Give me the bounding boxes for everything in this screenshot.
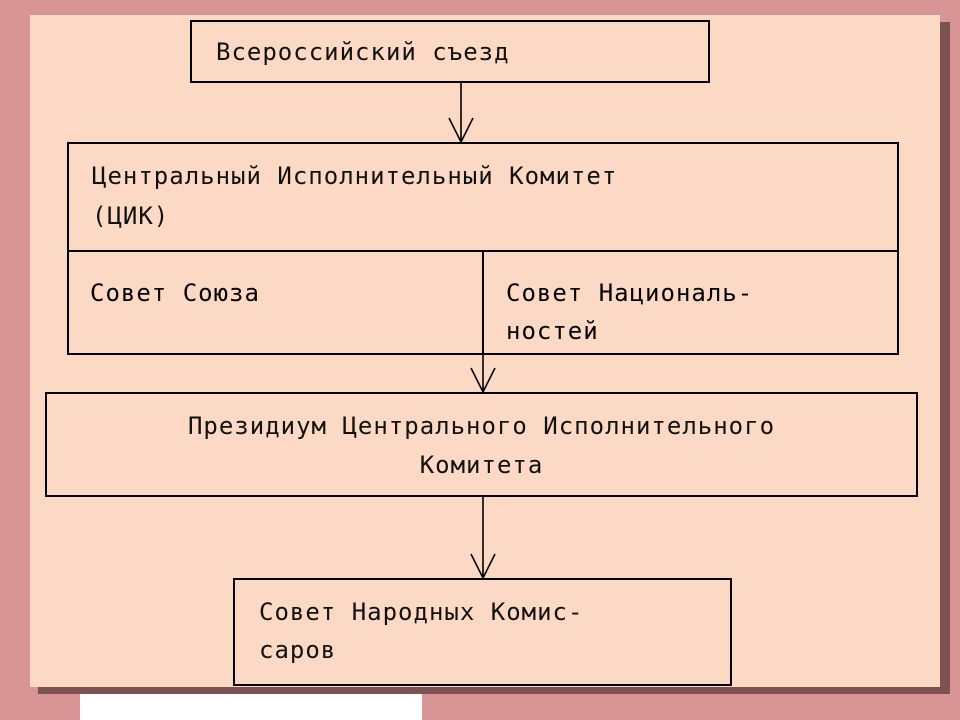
- congress-label: Всероссийский съезд: [216, 38, 510, 66]
- sovnarkom-box: Совет Народных Комис- саров: [233, 578, 732, 686]
- cec-label-line1: Центральный Исполнительный Комитет: [92, 162, 618, 190]
- union-council-label: Совет Союза: [90, 279, 260, 307]
- presidium-box: Президиум Центрального Исполнительного К…: [45, 392, 918, 497]
- cec-vertical-divider: [482, 250, 484, 355]
- congress-box: Всероссийский съезд: [190, 20, 710, 83]
- presidium-label-line1: Президиум Центрального Исполнительного: [187, 412, 776, 440]
- sovnarkom-label-line1: Совет Народных Комис-: [259, 598, 584, 626]
- nationalities-council-line1: Совет Националь-: [506, 279, 754, 307]
- presidium-label-line2: Комитета: [419, 451, 544, 479]
- cec-label-line2: (ЦИК): [92, 202, 170, 230]
- nationalities-council-line2: ностей: [506, 317, 599, 345]
- cec-box: Центральный Исполнительный Комитет (ЦИК): [67, 142, 899, 355]
- sovnarkom-label-line2: саров: [259, 636, 337, 664]
